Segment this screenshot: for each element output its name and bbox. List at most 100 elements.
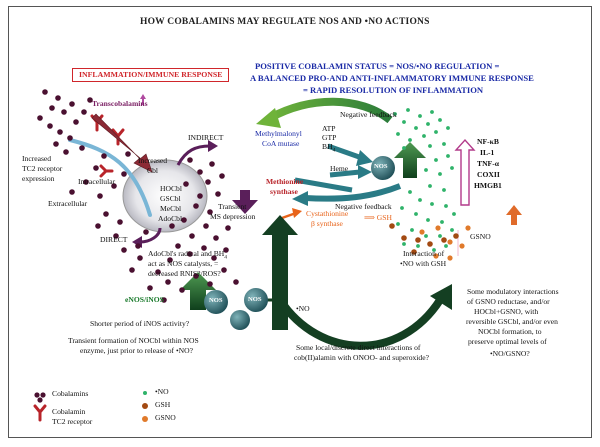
cobalamin-dot-22 xyxy=(125,151,131,157)
cobalamin-dot-35 xyxy=(189,233,195,239)
headline-line-2: A BALANCED PRO-AND ANTI-INFLAMMATORY IMM… xyxy=(250,73,534,83)
no-dot-1 xyxy=(406,108,410,112)
cell-membrane-arc xyxy=(68,138,152,217)
modulatory-line-4: reversible GSCbl, and/or even xyxy=(466,317,558,326)
cobalamin-dot-40 xyxy=(187,251,193,257)
no-dot-11 xyxy=(434,130,438,134)
no-dot-24 xyxy=(418,198,422,202)
legend-receptor-line-1: Cobalamin xyxy=(52,407,86,416)
no-dot-12 xyxy=(446,126,450,130)
cobalamin-dot-0 xyxy=(42,89,48,95)
cobalamin-dot-6 xyxy=(47,123,53,129)
no-dot-22 xyxy=(442,188,446,192)
transcobalamin-up-arrow xyxy=(140,94,146,105)
increased-tc2-line-3: expression xyxy=(22,174,55,183)
gsno-dot-0 xyxy=(419,229,425,235)
legend-no-dot xyxy=(143,391,147,395)
legend-no: •NO xyxy=(155,387,169,396)
no-dot-29 xyxy=(426,218,430,222)
headline-line-3: = RAPID RESOLUTION OF INFLAMMATION xyxy=(303,85,484,95)
bh4-label: BH4 xyxy=(322,142,336,154)
transient-formation-line-1: Transient formation of NOCbl within NOS xyxy=(68,336,199,345)
cystathionine-line-2: β synthase xyxy=(311,219,343,228)
adocbl-radical-line-3: decreased RNIS?/ROS? xyxy=(148,269,221,278)
no-dot-32 xyxy=(396,222,400,226)
heme-to-nos-arrow xyxy=(329,169,361,178)
cobalamin-dot-26 xyxy=(205,179,211,185)
transcobalamins-label: Transcobalamins xyxy=(92,99,148,108)
cobalamin-dot-15 xyxy=(101,153,107,159)
il1-label: IL-1 xyxy=(480,148,495,157)
no-dot-30 xyxy=(440,220,444,224)
nfkb-label: NF-κB xyxy=(477,137,499,146)
loop-arrow-to-gsno xyxy=(276,297,444,350)
increased-tc2-line-2: TC2 receptor xyxy=(22,164,63,173)
cobalamin-dot-1 xyxy=(55,95,61,101)
gsh-dot-3 xyxy=(427,241,433,247)
interaction-line-2: •NO with GSH xyxy=(400,259,447,268)
cobalamin-dot-38 xyxy=(225,225,231,231)
gscbl-label: GSCbl xyxy=(160,194,181,203)
no-dots xyxy=(393,108,456,252)
cobalamin-dot-13 xyxy=(63,149,69,155)
methionine-to-nos-arrow xyxy=(294,177,353,193)
cobalamin-dot-2 xyxy=(49,105,55,111)
cobalamin-dot-7 xyxy=(57,129,63,135)
modulatory-line-5: NOCbl formation, to xyxy=(478,327,542,336)
cobalamin-dot-8 xyxy=(73,119,79,125)
enos-label: eNOS/iNOS xyxy=(125,295,164,304)
negative-feedback-top-label: Negative feedback xyxy=(340,110,397,119)
modulatory-line-1: Some modulatory interactions xyxy=(467,287,559,296)
shorter-period-label: Shorter period of iNOS activity? xyxy=(90,319,190,328)
cobalamin-dot-41 xyxy=(201,245,207,251)
nos-label-left: NOS xyxy=(209,297,223,304)
cobalamin-dot-42 xyxy=(211,255,217,261)
no-dot-5 xyxy=(414,126,418,130)
cobalamin-dot-36 xyxy=(203,223,209,229)
increased-cbl-line-2: Cbl xyxy=(147,166,158,175)
no-dot-20 xyxy=(450,166,454,170)
cobalamin-dot-54 xyxy=(129,267,135,273)
cobalamin-dot-33 xyxy=(181,217,187,223)
cobalamin-dot-52 xyxy=(147,285,153,291)
cobalamin-dot-18 xyxy=(69,189,75,195)
cobalamin-dot-20 xyxy=(111,183,117,189)
no-dot-40 xyxy=(444,244,448,248)
no-dot-15 xyxy=(442,142,446,146)
no-dot-23 xyxy=(408,190,412,194)
gsh-arrow-label: ⟹ GSH xyxy=(364,213,392,222)
cobalamin-dot-24 xyxy=(197,169,203,175)
heme-label: Heme xyxy=(330,164,349,173)
negative-feedback-arrow-mid xyxy=(304,183,402,202)
cobalamin-dot-11 xyxy=(87,97,93,103)
no-dot-16 xyxy=(434,158,438,162)
methylmalonyl-line-1: Methylmalonyl xyxy=(255,129,302,138)
nos-circles xyxy=(204,156,395,330)
cell-body xyxy=(122,159,208,233)
direct-label: DIRECT xyxy=(100,235,128,244)
hmgb1-label: HMGB1 xyxy=(474,181,502,190)
methionine-line-2: synthase xyxy=(270,187,298,196)
direct-arrow xyxy=(139,227,162,244)
no-dot-39 xyxy=(432,248,436,252)
cobalamin-dot-58 xyxy=(143,229,149,235)
cobalamin-dot-21 xyxy=(121,171,127,177)
transient-formation-line-2: enzyme, just prior to release of •NO? xyxy=(80,346,193,355)
no-dot-0 xyxy=(393,112,397,116)
cobalamin-dot-49 xyxy=(207,281,213,287)
no-dot-28 xyxy=(414,212,418,216)
cobalamin-dot-25 xyxy=(209,161,215,167)
modulatory-line-7: •NO/GSNO? xyxy=(490,349,530,358)
gsno-dot-3 xyxy=(459,243,465,249)
gsh-dot-6 xyxy=(411,249,417,255)
cobalamin-dot-60 xyxy=(117,219,123,225)
no-dot-37 xyxy=(402,242,406,246)
figure-frame xyxy=(8,6,592,438)
no-dot-13 xyxy=(402,146,406,150)
legend-shapes xyxy=(33,391,148,422)
gsno-orange-arrow xyxy=(506,205,522,225)
tc2-receptor-group xyxy=(90,114,125,178)
cobalamin-dot-48 xyxy=(193,273,199,279)
cobalamin-dot-45 xyxy=(155,269,161,275)
